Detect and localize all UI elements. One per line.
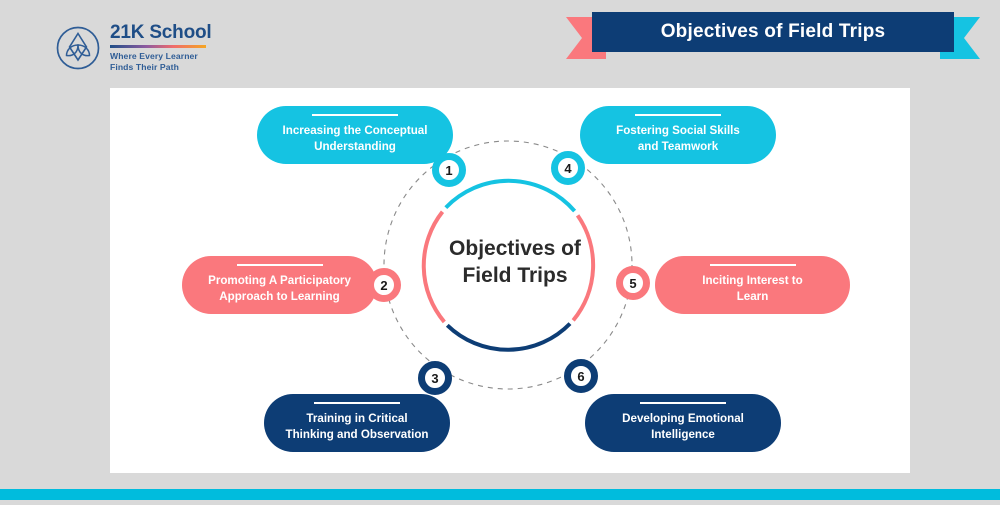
objective-badge-3[interactable]: 3 [418,361,452,395]
objective-badge-4[interactable]: 4 [551,151,585,185]
brand-tagline: Where Every Learner Finds Their Path [110,51,211,73]
center-title-line1: Objectives of [449,237,581,260]
brand-logo: 21K School Where Every Learner Finds The… [55,22,270,74]
objective-badge-2[interactable]: 2 [367,268,401,302]
objective-card-6[interactable]: Developing Emotional Intelligence [585,394,781,452]
center-title: Objectives of Field Trips [415,236,615,290]
card-accent-rule [635,114,721,117]
card-accent-rule [314,402,400,405]
objective-badge-1[interactable]: 1 [432,153,466,187]
objective-label-5: Inciting Interest to Learn [702,274,803,303]
objective-card-5[interactable]: Inciting Interest to Learn [655,256,850,314]
brand-tagline-line1: Where Every Learner [110,50,198,61]
objective-badge-6[interactable]: 6 [564,359,598,393]
center-title-line2: Field Trips [462,263,568,287]
objective-label-3: Training in Critical Thinking and Observ… [285,412,429,441]
objective-label-4: Fostering Social Skills and Teamwork [616,124,740,153]
card-accent-rule [312,114,398,117]
brand-name: 21K School [110,22,212,44]
bottom-accent-strip [0,489,1000,500]
objective-card-4[interactable]: Fostering Social Skills and Teamwork [580,106,776,164]
objective-badge-5[interactable]: 5 [616,266,650,300]
objective-label-1: Increasing the Conceptual Understanding [282,124,428,153]
card-accent-rule [709,264,796,267]
header-banner-plate: Objectives of Field Trips [592,12,954,52]
objective-card-1[interactable]: Increasing the Conceptual Understanding [257,106,453,164]
page-title: Objectives of Field Trips [660,21,886,42]
brand-logo-text: 21K School Where Every Learner Finds The… [110,22,212,73]
header-banner: Objectives of Field Trips [566,12,980,59]
objective-label-2: Promoting A Participatory Approach to Le… [208,274,351,303]
card-accent-rule [640,402,726,405]
card-accent-rule [236,264,323,267]
brand-tagline-line2: Finds Their Path [110,61,179,72]
brand-gradient-rule [110,45,206,48]
objective-label-6: Developing Emotional Intelligence [622,412,744,441]
objective-card-3[interactable]: Training in Critical Thinking and Observ… [264,394,450,452]
objective-card-2[interactable]: Promoting A Participatory Approach to Le… [182,256,377,314]
lotus-circle-icon [55,25,101,71]
